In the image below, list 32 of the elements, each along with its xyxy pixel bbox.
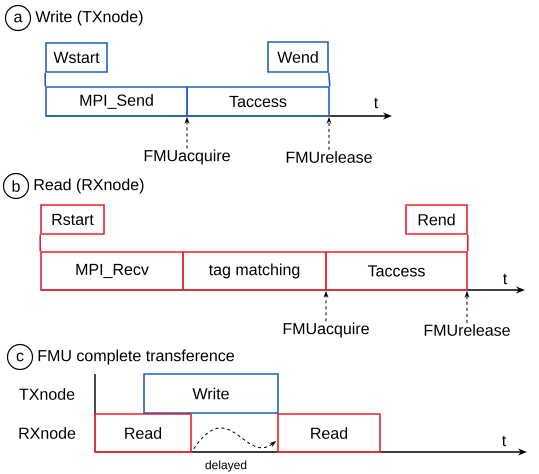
marker-line bbox=[44, 72, 46, 86]
panel-title: Read (RXnode) bbox=[34, 178, 144, 194]
marker-line bbox=[467, 234, 469, 252]
event-label: FMUrelease bbox=[424, 324, 510, 336]
time-box: Rstart bbox=[40, 204, 105, 235]
row-label: TXnode bbox=[19, 388, 74, 400]
edge-label: delayed bbox=[204, 459, 248, 473]
time-box: Write bbox=[143, 373, 279, 414]
circled-letter: b bbox=[2, 172, 30, 200]
panel-title: Write (TXnode) bbox=[35, 10, 142, 26]
circled-letter: c bbox=[6, 344, 34, 370]
time-box: MPI_Send bbox=[45, 86, 188, 117]
event-label: FMUacquire bbox=[284, 322, 369, 338]
time-box: Read bbox=[94, 413, 192, 453]
axis-label: t bbox=[502, 436, 506, 446]
time-box: tag matching bbox=[182, 251, 327, 291]
event-label: FMUrelease bbox=[286, 151, 372, 163]
time-box: Wend bbox=[267, 41, 329, 73]
marker-line bbox=[39, 234, 41, 252]
time-box: Taccess bbox=[186, 86, 330, 117]
panel-title: FMU complete transference bbox=[38, 350, 234, 364]
time-box: Wstart bbox=[45, 42, 108, 73]
time-box: Read bbox=[277, 413, 381, 453]
circled-letter: a bbox=[4, 4, 32, 32]
time-box: Rend bbox=[405, 204, 468, 235]
time-box: Taccess bbox=[325, 251, 468, 291]
row-label: RXnode bbox=[19, 427, 76, 439]
marker-line bbox=[328, 72, 331, 86]
event-label: FMUacquire bbox=[144, 150, 230, 164]
time-box: MPI_Recv bbox=[40, 251, 184, 291]
axis-label: t bbox=[503, 274, 508, 284]
axis-label: t bbox=[374, 98, 378, 108]
